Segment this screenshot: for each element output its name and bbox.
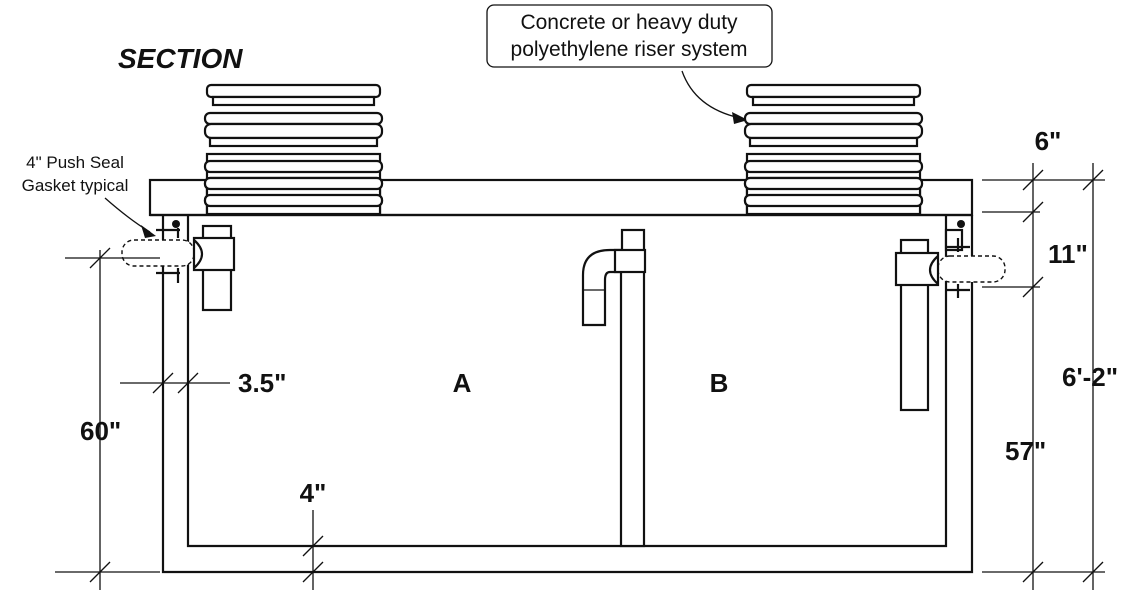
right-dimension-lines [982,163,1105,590]
dim-floor-thickness: 4" [300,478,327,508]
riser-callout-line-1: Concrete or heavy duty [520,11,738,34]
riser-callout-arrowhead [732,112,748,124]
riser-callout: Concrete or heavy duty polyethylene rise… [486,4,773,124]
gasket-callout-line-1: 4" Push Seal [26,153,124,172]
section-title: SECTION [118,43,243,74]
center-baffle-wall [619,228,646,548]
riser-callout-line-2: polyethylene riser system [511,38,748,61]
dim-right-depth: 57" [1005,436,1046,466]
outlet-pipe [894,220,1006,412]
dim-outlet-drop: 11" [1048,239,1088,269]
chamber-a-label: A [453,368,472,398]
left-dimension-lines [55,247,324,590]
baffle-elbow [581,248,647,327]
inlet-pipe [121,220,236,312]
chamber-b-label: B [710,368,729,398]
gasket-callout: 4" Push Seal Gasket typical [22,153,156,238]
dim-wall-thickness: 3.5" [238,368,286,398]
dim-left-depth: 60" [80,416,121,446]
gasket-callout-arrowhead [141,225,156,238]
dim-overall-height: 6'-2" [1062,362,1118,392]
gasket-callout-line-2: Gasket typical [22,176,129,195]
dim-lid-thickness: 6" [1035,126,1062,156]
